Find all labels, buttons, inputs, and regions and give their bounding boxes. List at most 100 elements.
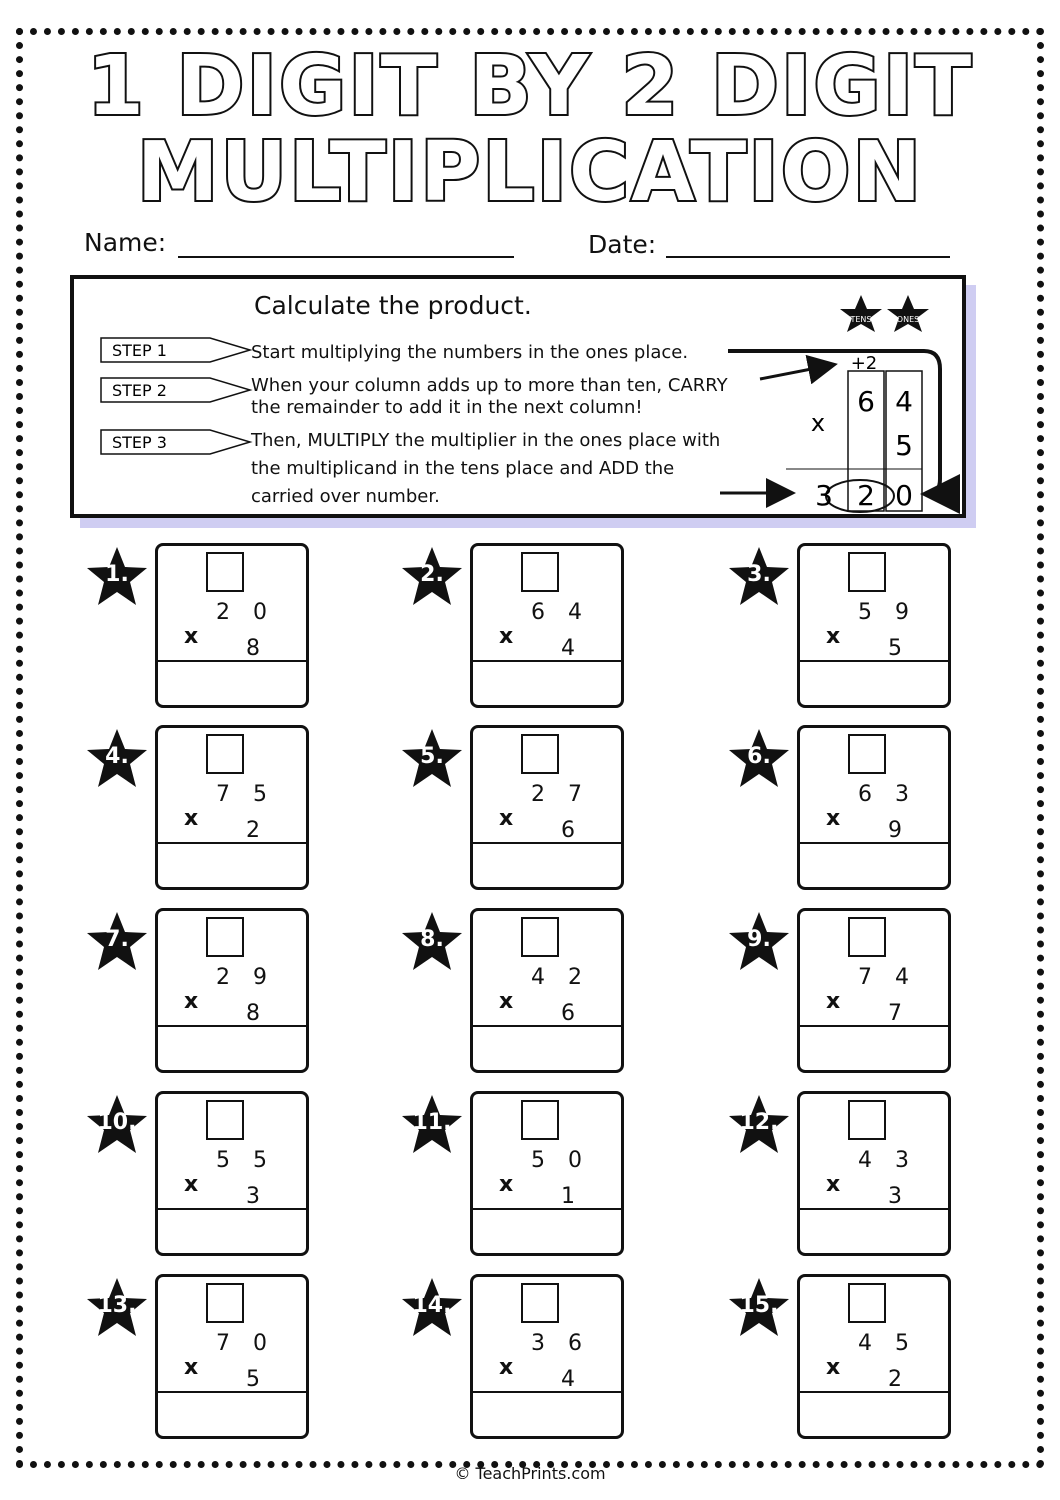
problem-number: 6.: [747, 744, 771, 769]
answer-area[interactable]: [158, 1027, 306, 1070]
answer-area[interactable]: [800, 1210, 948, 1253]
example-diagram: TENS ONES +2 6 4 x 5 3 2 0: [720, 295, 961, 514]
problem-number-star: 10.: [85, 1093, 149, 1157]
multiplicand: 4 3: [858, 1148, 917, 1173]
star-icon: [729, 547, 789, 605]
carry-box[interactable]: [521, 917, 559, 957]
carry-box[interactable]: [206, 1100, 244, 1140]
problem-number-star: 7.: [85, 910, 149, 974]
name-field[interactable]: [178, 256, 514, 258]
problem-number-star: 8.: [400, 910, 464, 974]
multiply-sign: x: [826, 1172, 841, 1197]
star-icon: [729, 1278, 789, 1336]
multiplier: 3: [888, 1184, 902, 1209]
carry-box[interactable]: [848, 1100, 886, 1140]
multiply-sign: x: [826, 624, 841, 649]
multiply-sign: x: [499, 1172, 514, 1197]
multiplicand: 6 3: [858, 782, 917, 807]
answer-area[interactable]: [473, 1210, 621, 1253]
carry-box[interactable]: [521, 552, 559, 592]
carry-box[interactable]: [206, 734, 244, 774]
answer-area[interactable]: [158, 1210, 306, 1253]
carry-box[interactable]: [848, 734, 886, 774]
multiply-sign: x: [826, 806, 841, 831]
instruction-box: Calculate the product. STEP 1 STEP 2 STE…: [70, 275, 966, 518]
carry-box[interactable]: [206, 1283, 244, 1323]
date-field[interactable]: [666, 256, 950, 258]
star-icon: [729, 729, 789, 787]
step-3-text: Then, MULTIPLY the multiplier in the one…: [251, 430, 721, 507]
answer-area[interactable]: [473, 662, 621, 705]
answer-area[interactable]: [158, 844, 306, 887]
star-icon: [87, 1095, 147, 1153]
name-label: Name:: [84, 228, 167, 257]
problem-number-star: 2.: [400, 545, 464, 609]
answer-area[interactable]: [800, 1027, 948, 1070]
step-3-label: STEP 3: [112, 433, 167, 452]
problem-number-star: 1.: [85, 545, 149, 609]
multiplicand: 5 0: [531, 1148, 590, 1173]
star-icon: [402, 729, 462, 787]
multiply-sign: x: [826, 989, 841, 1014]
svg-text:4: 4: [895, 385, 913, 418]
title-line-2: MULTIPLICATION: [135, 125, 924, 220]
multiplier: 9: [888, 818, 902, 843]
answer-area[interactable]: [473, 1393, 621, 1436]
multiplicand: 5 9: [858, 600, 917, 625]
answer-line: [473, 1025, 621, 1027]
carry-box[interactable]: [206, 917, 244, 957]
star-icon: [729, 1095, 789, 1153]
svg-text:x: x: [811, 409, 825, 437]
answer-area[interactable]: [158, 1393, 306, 1436]
answer-area[interactable]: [800, 662, 948, 705]
star-icon: [402, 1095, 462, 1153]
multiplicand: 3 6: [531, 1331, 590, 1356]
carry-box[interactable]: [848, 552, 886, 592]
multiplicand: 4 2: [531, 965, 590, 990]
answer-line: [158, 1208, 306, 1210]
answer-area[interactable]: [800, 1393, 948, 1436]
answer-area[interactable]: [158, 662, 306, 705]
answer-line: [800, 842, 948, 844]
answer-line: [158, 660, 306, 662]
answer-line: [473, 660, 621, 662]
problem-number-star: 11.: [400, 1093, 464, 1157]
problem-number-star: 15.: [727, 1276, 791, 1340]
multiply-sign: x: [184, 806, 199, 831]
carry-box[interactable]: [848, 1283, 886, 1323]
problem-number: 13.: [97, 1293, 137, 1318]
multiplier: 4: [561, 636, 575, 661]
answer-area[interactable]: [800, 844, 948, 887]
star-icon: [87, 1278, 147, 1336]
answer-area[interactable]: [473, 1027, 621, 1070]
carry-box[interactable]: [206, 552, 244, 592]
answer-line: [473, 1391, 621, 1393]
multiplier: 2: [246, 818, 260, 843]
multiply-sign: x: [499, 806, 514, 831]
multiplier: 5: [888, 636, 902, 661]
multiplicand: 7 0: [216, 1331, 275, 1356]
multiply-sign: x: [184, 1355, 199, 1380]
multiplicand: 6 4: [531, 600, 590, 625]
step-3-tag: STEP 3: [100, 429, 253, 455]
step-1-text: Start multiplying the numbers in the one…: [251, 342, 689, 363]
title-line-1: 1 DIGIT BY 2 DIGIT: [85, 39, 974, 134]
carry-box[interactable]: [521, 1283, 559, 1323]
problem-number-star: 4.: [85, 727, 149, 791]
problem-card: 6 3 x 9: [797, 725, 951, 890]
problem-number: 2.: [420, 562, 444, 587]
answer-area[interactable]: [473, 844, 621, 887]
carry-box[interactable]: [848, 917, 886, 957]
step-2-tag: STEP 2: [100, 377, 253, 403]
problem-number-star: 9.: [727, 910, 791, 974]
answer-line: [800, 660, 948, 662]
answer-line: [800, 1208, 948, 1210]
carry-box[interactable]: [521, 1100, 559, 1140]
carry-box[interactable]: [521, 734, 559, 774]
multiplier: 6: [561, 818, 575, 843]
problem-number: 1.: [105, 562, 129, 587]
